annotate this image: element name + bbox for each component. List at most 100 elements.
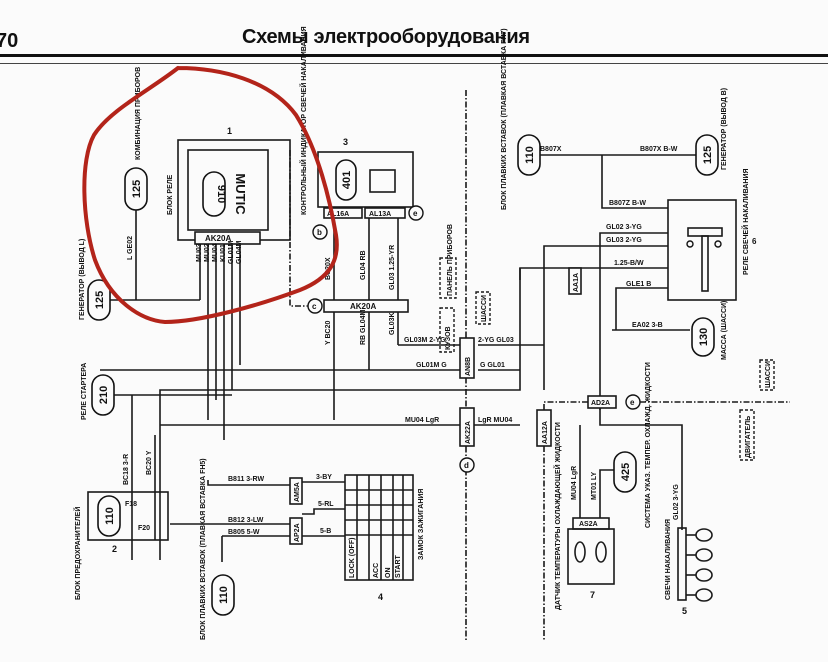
svg-text:3: 3 [343,137,348,147]
zone-dash: ПАНЕЛЬ ПРИБОРОВ [447,224,454,296]
svg-text:РЕЛЕ СТАРТЕРА: РЕЛЕ СТАРТЕРА [81,363,88,420]
ground-chassis: EA02 3-B 130 МАССА (ШАССИ) [612,301,728,360]
svg-text:GL03 1.25-YR: GL03 1.25-YR [389,245,396,290]
svg-text:AL16A: AL16A [327,211,349,218]
svg-text:110: 110 [104,507,116,525]
svg-text:110: 110 [218,586,230,604]
svg-text:БЛОК ПРЕДОХРАНИТЕЛЕЙ: БЛОК ПРЕДОХРАНИТЕЛЕЙ [73,507,82,600]
relay-block: AK20A 910 MUTIC БЛОК РЕЛЕ 1 MU03 MU02 MU… [167,126,291,440]
svg-text:GL01M: GL01M [228,240,235,264]
svg-text:AK20A: AK20A [350,302,376,311]
svg-text:1.25-B/W: 1.25-B/W [614,260,644,267]
svg-text:СИСТЕМА УКАЗ. ТЕМПЕР. ОХЛАЖД.: СИСТЕМА УКАЗ. ТЕМПЕР. ОХЛАЖД. ЖИДКОСТИ [645,362,652,528]
svg-text:110: 110 [524,146,536,164]
svg-text:B812 3-LW: B812 3-LW [228,517,264,524]
svg-text:GL02 3-YG: GL02 3-YG [606,224,642,231]
page-title: Схемы электрооборудования [242,26,530,48]
header-rule [0,54,828,57]
page-number: 70 [0,30,19,52]
svg-text:GL03K: GL03K [389,312,396,335]
svg-text:Y BC20: Y BC20 [325,321,332,345]
svg-text:F20: F20 [138,525,150,532]
svg-text:MU04 LgR: MU04 LgR [405,417,439,424]
svg-text:2-YG GL03: 2-YG GL03 [478,337,514,344]
glow-plug-icon [695,528,713,542]
svg-text:AA12A: AA12A [542,421,549,444]
svg-text:MU02: MU02 [204,243,211,262]
svg-text:G GL01: G GL01 [480,362,505,369]
svg-text:B807X B-W: B807X B-W [640,146,678,153]
svg-text:7: 7 [590,590,595,600]
svg-text:КОМБИНАЦИЯ ПРИБОРОВ: КОМБИНАЦИЯ ПРИБОРОВ [135,67,142,160]
coolant-sensor: MU04 LgR MT01 LY AS2A 7 ДАТЧИК ТЕМПЕРАТУ… [553,422,615,610]
svg-text:F18: F18 [125,501,137,508]
svg-text:130: 130 [698,328,710,346]
svg-text:ACC: ACC [373,563,380,578]
svg-text:AM5A: AM5A [294,482,301,502]
fuse-insert-top: 110 БЛОК ПЛАВКИХ ВСТАВОК (ПЛАВКАЯ ВСТАВК… [501,28,728,210]
svg-text:6: 6 [752,237,757,246]
instrument-cluster: 125 КОМБИНАЦИЯ ПРИБОРОВ L GE02 [110,67,200,301]
svg-text:3-BY: 3-BY [316,474,332,481]
svg-text:e: e [413,209,418,218]
svg-text:2: 2 [112,544,117,554]
svg-text:AK22A: AK22A [465,421,472,444]
svg-text:b: b [317,228,322,237]
svg-text:MT01 LY: MT01 LY [591,472,598,500]
relay-name: MUTIC [233,173,248,215]
svg-text:125: 125 [94,291,106,309]
relay-number: 1 [227,126,232,136]
svg-text:B807X: B807X [540,146,562,153]
svg-text:ДАТЧИК ТЕМПЕРАТУРЫ ОХЛАЖДАЮЩЕЙ: ДАТЧИК ТЕМПЕРАТУРЫ ОХЛАЖДАЮЩЕЙ ЖИДКОСТИ [553,422,562,610]
svg-text:MU04 LgR: MU04 LgR [571,466,578,500]
svg-text:GLE1 B: GLE1 B [626,281,651,288]
svg-text:B805 5-W: B805 5-W [228,529,260,536]
svg-text:210: 210 [98,386,110,404]
svg-text:ГЕНЕРАТОР (ВЫВОД L): ГЕНЕРАТОР (ВЫВОД L) [79,239,86,320]
svg-text:LgR MU04: LgR MU04 [478,417,512,424]
svg-text:AA1A: AA1A [573,273,580,292]
glow-plug-icon [695,568,713,582]
svg-text:5-RL: 5-RL [318,501,334,508]
svg-text:AP2A: AP2A [294,523,301,542]
svg-text:МАССА (ШАССИ): МАССА (ШАССИ) [721,301,728,360]
svg-text:LOCK (OFF): LOCK (OFF) [349,538,356,578]
svg-text:AL13A: AL13A [369,211,391,218]
svg-text:AD2A: AD2A [591,400,610,407]
svg-text:GL04 RB: GL04 RB [360,250,367,280]
svg-text:ГЕНЕРАТОР (ВЫВОД B): ГЕНЕРАТОР (ВЫВОД B) [721,88,728,170]
svg-text:AS2A: AS2A [579,521,598,528]
zone-chassis: ШАССИ [481,295,488,322]
svg-text:BC20 Y: BC20 Y [146,450,153,475]
glow-plug-icon [695,548,713,562]
svg-text:c: c [312,302,317,311]
svg-text:ON: ON [385,568,392,579]
svg-text:GL01M G: GL01M G [416,362,447,369]
svg-text:MU03: MU03 [196,243,203,262]
svg-text:d: d [464,461,469,470]
svg-text:B811 3-RW: B811 3-RW [228,476,264,483]
svg-text:ЗАМОК ЗАЖИГАНИЯ: ЗАМОК ЗАЖИГАНИЯ [418,489,425,560]
svg-text:GL04M: GL04M [236,240,243,264]
svg-text:401: 401 [341,171,353,189]
svg-text:5-B: 5-B [320,528,331,535]
central-junction: GL03M 2-YG 2-YG GL03 GL01M G G GL01 AN8B… [100,268,790,640]
svg-text:GL03M 2-YG: GL03M 2-YG [404,337,446,344]
ignition-switch: LOCK (OFF) ACC ON START ЗАМОК ЗАЖИГАНИЯ … [170,474,425,602]
coolant-gauge: 425 СИСТЕМА УКАЗ. ТЕМПЕР. ОХЛАЖД. ЖИДКОС… [613,362,652,528]
relay-block-label: БЛОК РЕЛЕ [167,174,174,215]
svg-text:L GE02: L GE02 [127,236,134,260]
relay-connector-label: AK20A [205,234,231,243]
zone-body: КУЗОВ [445,326,452,350]
svg-text:125: 125 [702,146,714,164]
relay-ref: 910 [215,185,227,203]
zone-engine: ДВИГАТЕЛЬ [745,416,752,458]
svg-text:БЛОК ПЛАВКИХ ВСТАВОК (ПЛАВКАЯ: БЛОК ПЛАВКИХ ВСТАВОК (ПЛАВКАЯ ВСТАВКА FH… [200,458,207,640]
svg-text:4: 4 [378,592,383,602]
zone-chassis-right: ШАССИ [765,361,772,388]
highlight-annotation [82,66,339,325]
svg-text:KU01: KU01 [220,244,227,262]
svg-text:EA02 3-B: EA02 3-B [632,322,663,329]
